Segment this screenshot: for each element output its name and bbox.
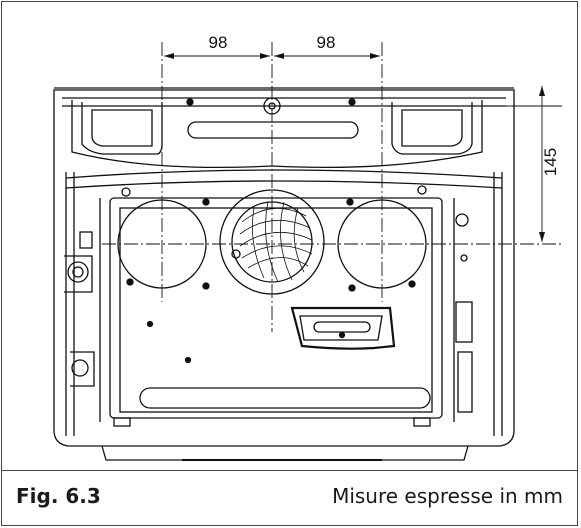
lower-bracket (290, 306, 396, 350)
top-slot (187, 121, 359, 139)
technical-drawing: 98 98 145 (53, 33, 562, 461)
inner-chassis (109, 197, 443, 419)
flue-grid (239, 201, 313, 283)
base-plate (101, 445, 469, 461)
dimension-left: 98 (209, 33, 228, 52)
dimension-right: 98 (317, 33, 336, 52)
boiler-outline (53, 89, 515, 447)
bottom-slot (139, 387, 431, 409)
units-note: Misure espresse in mm (332, 484, 563, 508)
dimension-vertical: 145 (541, 148, 560, 176)
caption-bar: Fig. 6.3 Misure espresse in mm (2, 470, 577, 525)
figure-label: Fig. 6.3 (16, 484, 101, 508)
